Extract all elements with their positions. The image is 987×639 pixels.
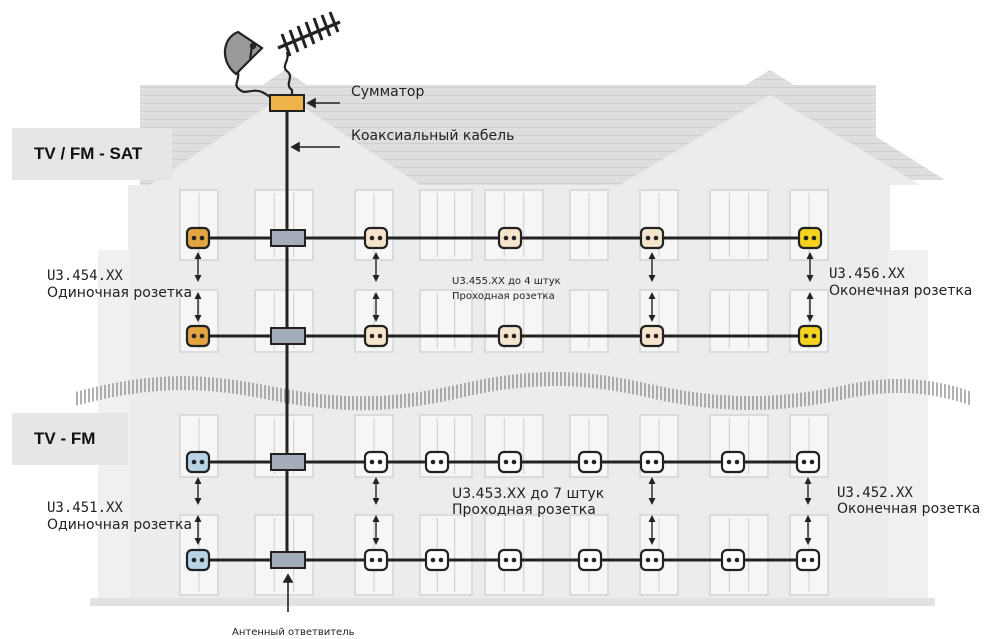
fm-pass-name: Проходная розетка: [452, 502, 596, 518]
window: [639, 189, 679, 261]
socket-icon: [639, 548, 665, 572]
tv-antenna-icon: [277, 11, 341, 96]
vertical-arrows: [194, 252, 814, 545]
window: [569, 189, 609, 261]
fm-single-name: Одиночная розетка: [47, 517, 193, 533]
double-arrow: [372, 292, 380, 322]
socket-icon: [720, 450, 746, 474]
double-arrow: [806, 292, 814, 322]
double-arrow: [194, 252, 202, 282]
socket-icon: [639, 226, 665, 250]
window: [569, 289, 609, 353]
section-label-fm: TV - FM: [34, 429, 96, 448]
fm-single-code: U3.451.XX: [47, 500, 123, 516]
window: [419, 189, 473, 261]
sat-pass-name: Проходная розетка: [452, 291, 555, 302]
socket-icon: [577, 548, 603, 572]
window: [419, 289, 473, 353]
section-badge-sat: TV / FM - SAT: [12, 128, 172, 180]
gable-left-wall: [150, 95, 420, 185]
socket-icon: [720, 548, 746, 572]
sat-pass-code: U3.455.XX до 4 штук: [452, 276, 561, 287]
ground-line: [90, 598, 935, 606]
window: [179, 189, 219, 261]
socket-icon: [795, 548, 821, 572]
fm-pass-code: U3.453.XX до 7 штук: [452, 486, 605, 502]
socket-icon: [497, 450, 523, 474]
double-arrow: [648, 292, 656, 322]
fm-end-code: U3.452.XX: [837, 485, 913, 501]
socket-icon: [577, 450, 603, 474]
double-arrow: [804, 515, 812, 545]
socket-icon: [424, 450, 450, 474]
double-arrow: [804, 477, 812, 505]
coax-label: Коаксиальный кабель: [351, 128, 515, 144]
splitter-label: Антенный ответвитель: [232, 627, 355, 638]
socket-icon: [363, 548, 389, 572]
section-badge-fm: TV - FM: [12, 413, 128, 465]
socket-icon: [185, 226, 211, 250]
socket-icon: [363, 324, 389, 348]
socket-icon: [363, 450, 389, 474]
socket-icon: [185, 548, 211, 572]
socket-icon: [639, 324, 665, 348]
socket-icon: [497, 324, 523, 348]
splitter: [270, 327, 306, 345]
window: [254, 189, 314, 261]
splitter: [270, 229, 306, 247]
double-arrow: [372, 515, 380, 545]
pointer-arrows: [282, 97, 340, 612]
sat-single-code: U3.454.XX: [47, 268, 123, 284]
socket-icon: [497, 226, 523, 250]
window: [484, 289, 544, 353]
double-arrow: [194, 515, 202, 545]
double-arrow: [806, 252, 814, 282]
splitter: [270, 551, 306, 569]
combiner-box: [269, 94, 305, 112]
socket-icon: [797, 324, 823, 348]
double-arrow: [648, 477, 656, 505]
window: [709, 189, 769, 261]
satellite-dish-icon: [223, 30, 275, 99]
double-arrow: [372, 252, 380, 282]
sat-end-code: U3.456.XX: [829, 266, 905, 282]
window: [354, 189, 394, 261]
double-arrow: [372, 477, 380, 505]
window: [484, 189, 544, 261]
socket-icon: [185, 324, 211, 348]
socket-icon: [424, 548, 450, 572]
socket-icon: [497, 548, 523, 572]
double-arrow: [194, 477, 202, 505]
sat-single-name: Одиночная розетка: [47, 285, 193, 301]
antenna-splitters: [270, 229, 306, 569]
combiner-label: Сумматор: [351, 84, 425, 100]
double-arrow: [648, 252, 656, 282]
floor-separator: [75, 372, 972, 411]
double-arrow: [648, 515, 656, 545]
sockets: [185, 226, 823, 572]
gable-right-wall: [620, 95, 920, 185]
socket-icon: [797, 226, 823, 250]
socket-icon: [363, 226, 389, 250]
socket-icon: [639, 450, 665, 474]
window: [789, 189, 829, 261]
splitter: [270, 453, 306, 471]
window: [709, 289, 769, 353]
socket-icon: [185, 450, 211, 474]
socket-icon: [795, 450, 821, 474]
section-label-sat: TV / FM - SAT: [34, 144, 143, 163]
fm-end-name: Оконечная розетка: [837, 501, 981, 517]
house-eave-right: [888, 250, 928, 605]
double-arrow: [194, 292, 202, 322]
sat-end-name: Оконечная розетка: [829, 283, 973, 299]
